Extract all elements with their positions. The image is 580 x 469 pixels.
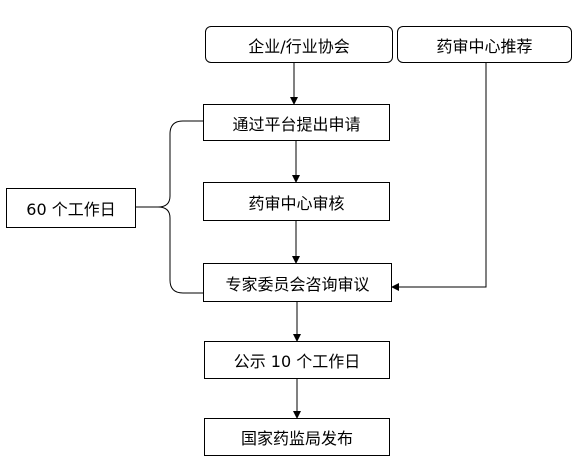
center-review-label: 药审中心审核 — [248, 193, 345, 213]
enterprise-association-label: 企业/行业协会 — [248, 36, 350, 56]
publicity-label: 公示 10 个工作日 — [233, 352, 361, 371]
sixty-days-box: 60 个工作日 — [6, 188, 136, 228]
expert-review-label: 专家委员会咨询审议 — [225, 274, 370, 294]
bracket-60-days — [136, 120, 203, 294]
platform-apply-box: 通过平台提出申请 — [203, 104, 390, 141]
publicity-box: 公示 10 个工作日 — [204, 341, 390, 379]
arrow-recommend-to-expert — [391, 63, 487, 291]
nmpa-release-box: 国家药监局发布 — [204, 418, 390, 456]
center-review-box: 药审中心审核 — [203, 182, 390, 221]
platform-apply-label: 通过平台提出申请 — [232, 114, 361, 134]
nmpa-release-label: 国家药监局发布 — [240, 429, 353, 448]
sixty-days-label: 60 个工作日 — [26, 200, 116, 219]
center-recommend-box: 药审中心推荐 — [397, 26, 572, 63]
expert-review-box: 专家委员会咨询审议 — [203, 263, 392, 302]
center-recommend-label: 药审中心推荐 — [436, 36, 533, 56]
enterprise-association-box: 企业/行业协会 — [205, 26, 393, 63]
